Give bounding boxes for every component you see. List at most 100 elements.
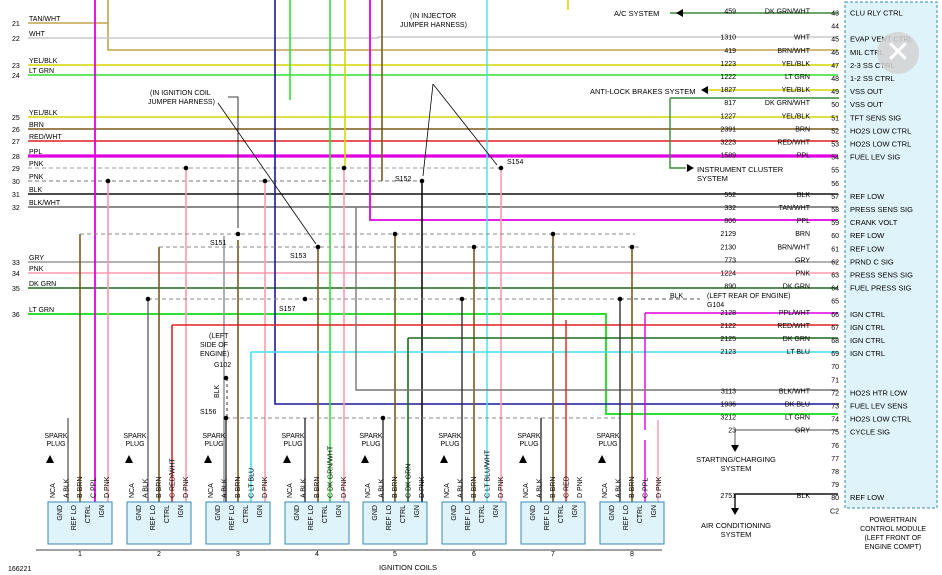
coil-wire-label: B BRN: [392, 477, 399, 498]
pin-number: 79: [831, 482, 839, 489]
splice-dot: [471, 244, 477, 250]
coil-pin-label: IGN: [493, 505, 500, 517]
left-wire-number: 23: [12, 63, 20, 70]
coil-pin-label: REF LO: [71, 504, 78, 530]
pin-wire-color: YEL/BLK: [782, 113, 811, 120]
coil-number: 5: [393, 551, 397, 558]
pin-function: IGN CTRL: [850, 323, 885, 332]
left-wire-color: PNK: [29, 174, 44, 181]
footer-title: IGNITION COILS: [379, 563, 437, 572]
spark-arrow: [440, 455, 448, 463]
spark-arrow: [361, 455, 369, 463]
left-wire-color: YEL/BLK: [29, 110, 58, 117]
pin-number: 71: [831, 377, 839, 384]
callout-leader: [422, 83, 434, 177]
splice-dot: [223, 415, 229, 421]
circuit-number: 2125: [720, 336, 736, 343]
pin-function: FUEL LEV SENS: [850, 402, 908, 411]
pcm-label: ENGINE COMPT): [865, 544, 921, 551]
coil-wire-label: C PPL: [91, 478, 98, 498]
coil-pin-label: CTRL: [243, 505, 250, 523]
coil-pin-label: GND: [294, 505, 301, 521]
circuit-number: 1589: [720, 153, 736, 160]
pin-number: 66: [831, 312, 839, 319]
coil-pin-label: IGN: [414, 505, 421, 517]
pin-number: 46: [831, 50, 839, 57]
injector-callout-2: JUMPER HARNESS): [400, 22, 467, 29]
left-wire-color: DK GRN: [29, 281, 56, 288]
splice-dot: [617, 296, 623, 302]
splice-dot: [392, 231, 398, 237]
spark-arrow: [46, 455, 54, 463]
coil-pin-label: REF LO: [386, 504, 393, 530]
coil-wire-label: C LT BLU: [249, 468, 256, 498]
left-wire-color: WHT: [29, 31, 46, 38]
coil-pin-label: REF LO: [150, 504, 157, 530]
pin-wire-color: GRY: [795, 428, 810, 435]
coil-pin-label: REF LO: [229, 504, 236, 530]
spark-plug-label: SPARK: [359, 433, 383, 440]
splice-dot: [105, 178, 111, 184]
left-wire-number: 28: [12, 154, 20, 161]
spark-plug-label: PLUG: [440, 441, 459, 448]
dest-instrument: SYSTEM: [697, 174, 728, 183]
pin-number: 58: [831, 207, 839, 214]
g104-label: G104: [707, 302, 724, 309]
coil-pin-label: IGN: [572, 505, 579, 517]
spark-plug-label: SPARK: [123, 433, 147, 440]
wire-lt-grn-36: [28, 313, 838, 415]
coil-wire-label: B BRN: [471, 477, 478, 498]
pcm-label: CONTROL MODULE: [860, 526, 926, 533]
pin-number: 72: [831, 390, 839, 397]
left-wire-number: 32: [12, 205, 20, 212]
wire-wht: [28, 36, 838, 39]
coil-wire-label: NCA: [444, 483, 451, 498]
close-icon: ✕: [885, 35, 911, 70]
pin-wire-color: YEL/BLK: [782, 61, 811, 68]
coil-wire-label: C RED/WHT: [170, 458, 177, 498]
coil-pin-label: IGN: [336, 505, 343, 517]
pin-wire-color: GRY: [795, 257, 810, 264]
g102-label: (LEFT: [209, 333, 229, 340]
coil-pin-label: CTRL: [400, 505, 407, 523]
g102-wire-label: BLK: [214, 384, 221, 398]
left-wire-number: 31: [12, 192, 20, 199]
pin-wire-color: LT BLU: [787, 349, 810, 356]
pin-function: REF LOW: [850, 244, 885, 253]
pin-function: 1-2 SS CTRL: [850, 74, 895, 83]
wires-layer: [28, 0, 839, 551]
pin-wire-color: BRN/WHT: [777, 48, 810, 55]
left-wire-color: TAN/WHT: [29, 16, 61, 23]
wire-dk-blu-73: [274, 0, 839, 405]
coil-wire-label: NCA: [365, 483, 372, 498]
coil-wire-label: C RED: [564, 476, 571, 498]
spark-arrow: [598, 455, 606, 463]
left-wire-number: 24: [12, 73, 20, 80]
coil-number: 4: [315, 551, 319, 558]
left-wire-number: 21: [12, 21, 20, 28]
coil-box-4: [284, 501, 350, 545]
coil-wire-label: B BRN: [235, 477, 242, 498]
pin-wire-color: DK GRN/WHT: [765, 100, 811, 107]
spark-plug-label: SPARK: [202, 433, 226, 440]
coil-pin-label: REF LO: [544, 504, 551, 530]
g102-label: SIDE OF: [200, 342, 228, 349]
pin-function: MIL CTRL: [850, 48, 884, 57]
g102-label: ENGINE): [200, 351, 229, 358]
coil-pin-label: IGN: [257, 505, 264, 517]
splice-dot: [419, 178, 425, 184]
coil-pin-label: GND: [609, 505, 616, 521]
close-button[interactable]: ✕: [877, 32, 919, 74]
pin-function: FUEL PRESS SIG: [850, 284, 912, 293]
pin-function: PRESS SENS SIG: [850, 205, 913, 214]
spark-plug-label: SPARK: [596, 433, 620, 440]
spark-plug-label: PLUG: [204, 441, 223, 448]
pin-wire-color: LT GRN: [785, 415, 810, 422]
coil-wire-label: NCA: [523, 483, 530, 498]
circuit-number: 1224: [720, 271, 736, 278]
spark-plug-label: SPARK: [281, 433, 305, 440]
dest-starting: SYSTEM: [721, 464, 752, 473]
pin-wire-color: DK GRN/WHT: [765, 9, 811, 16]
circuit-number: 23: [728, 428, 736, 435]
coil-wire-label: A BLK: [143, 478, 150, 498]
